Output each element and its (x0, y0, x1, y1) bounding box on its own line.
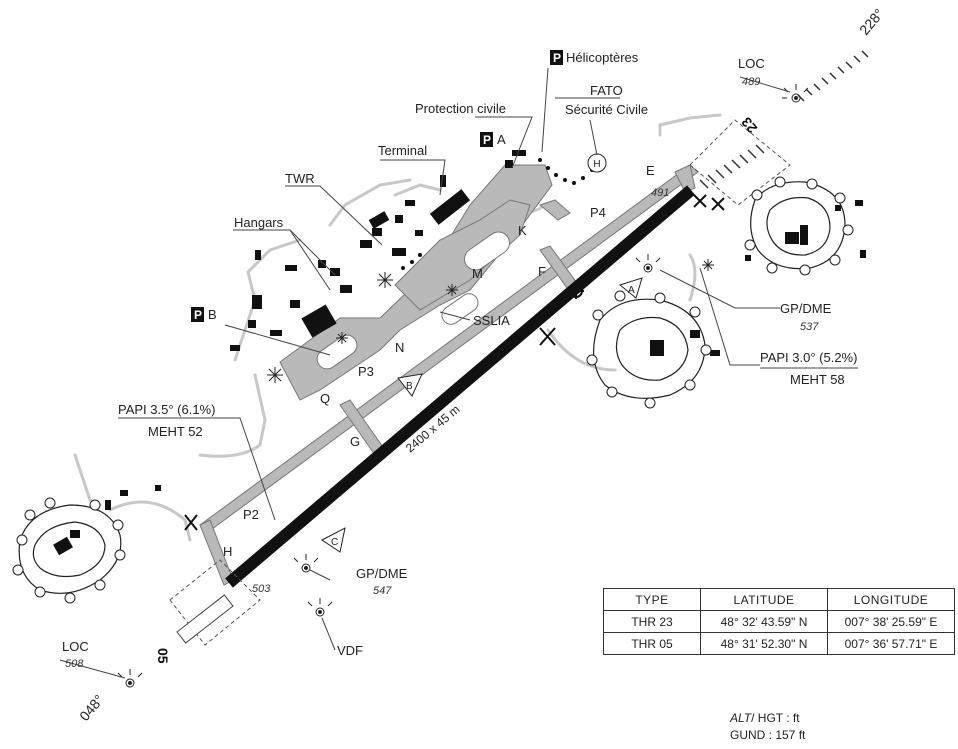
thr-05-number: 05 (155, 648, 171, 664)
svg-text:G: G (350, 434, 360, 449)
loc-ne-elev: 489 (742, 76, 760, 88)
svg-text:B: B (406, 381, 413, 392)
svg-text:P: P (483, 133, 491, 147)
svg-text:A: A (628, 285, 635, 296)
dispersal-areas (18, 181, 846, 594)
svg-text:M: M (472, 266, 483, 281)
loc-sw-icon (117, 669, 143, 688)
svg-text:P3: P3 (358, 364, 374, 379)
leader-lines (59, 67, 791, 679)
papi-ne-angle: PAPI 3.0° (5.2%) (760, 350, 857, 365)
terminal-label: Terminal (378, 143, 427, 158)
svg-text:H: H (223, 544, 232, 559)
zone-c (321, 527, 346, 553)
table-row: THR 05 48° 31' 52.30" N 007° 36' 57.71" … (603, 632, 955, 655)
sslia-beacon-icon (446, 284, 458, 296)
papi-sw-angle: PAPI 3.5° (6.1%) (118, 402, 215, 417)
zone-a (618, 277, 643, 299)
runway-markers (184, 194, 725, 531)
svg-text:N: N (395, 340, 404, 355)
svg-text:F: F (538, 264, 546, 279)
vdf-label: VDF (337, 643, 363, 658)
zone-labels: A B C (331, 285, 635, 548)
papi-ne-icon (702, 259, 714, 271)
svg-text:P2: P2 (243, 507, 259, 522)
loc-ne-label: LOC (738, 56, 765, 71)
zone-markers (321, 277, 643, 553)
gp-dme-sw-icon (293, 554, 319, 573)
papi-ne-meht: MEHT 58 (790, 372, 845, 387)
papi-sw-meht: MEHT 52 (148, 424, 203, 439)
protection-civile-label: Protection civile (415, 101, 506, 116)
parking-helicopters: P Hélicoptères (550, 50, 639, 65)
threshold-coordinates-table: TYPE LATITUDE LONGITUDE THR 23 48° 32' 4… (603, 588, 955, 655)
twr-beacon-icon (377, 272, 393, 288)
header-type: TYPE (603, 588, 701, 611)
thr-23-clearway (689, 119, 791, 206)
navaid-symbols (117, 84, 809, 688)
dispersal-stands (12, 176, 854, 604)
svg-text:C: C (331, 537, 338, 548)
heli-path (401, 158, 594, 270)
table-header-row: TYPE LATITUDE LONGITUDE (603, 588, 955, 611)
svg-text:Q: Q (320, 391, 330, 406)
approach-lights-ne (699, 50, 869, 189)
buildings (53, 150, 866, 556)
loc-ne-icon (782, 84, 809, 103)
svg-text:A: A (497, 132, 506, 147)
twr-label: TWR (285, 171, 315, 186)
heading-ne: 228° (856, 5, 887, 37)
alt-label: ALT (730, 711, 752, 725)
gp-dme-ne-elev: 537 (800, 321, 819, 333)
taxiway-labels: E K M F N P3 Q G P2 H P4 (223, 163, 655, 559)
loc-sw-elev: 508 (65, 658, 84, 670)
parking-b: P B (191, 307, 217, 322)
zone-b (397, 373, 423, 397)
sslia-label: SSLIA (473, 313, 510, 328)
table-row: THR 23 48° 32' 43.59" N 007° 38' 25.59" … (603, 610, 955, 633)
svg-text:B: B (208, 307, 217, 322)
gp-dme-ne-label: GP/DME (780, 301, 832, 316)
svg-text:K: K (518, 223, 527, 238)
parking-a: P A (480, 132, 506, 147)
loc-sw-label: LOC (62, 639, 89, 654)
runway (169, 119, 791, 646)
heading-sw: 048° (76, 691, 107, 723)
svg-text:H: H (593, 159, 600, 170)
elev-thr-05: 503 (252, 583, 271, 595)
header-longitude: LONGITUDE (827, 588, 955, 611)
gp-dme-sw-label: GP/DME (356, 566, 408, 581)
units-note: ALT/ HGT : ft GUND : 157 ft (730, 710, 805, 744)
alt-hgt-unit: / HGT : ft (751, 711, 800, 725)
vdf-icon (307, 598, 333, 617)
svg-text:P: P (194, 308, 202, 322)
gund-value: GUND : 157 ft (730, 728, 806, 742)
svg-text:P4: P4 (590, 205, 606, 220)
apron-islands (316, 231, 510, 370)
helicopters-label: Hélicoptères (566, 50, 639, 65)
svg-text:E: E (646, 163, 655, 178)
securite-civile-label: Sécurité Civile (565, 102, 648, 117)
gp-dme-sw-elev: 547 (373, 585, 392, 597)
fato-label: FATO (590, 83, 623, 98)
header-latitude: LATITUDE (700, 588, 828, 611)
elev-thr-23: 491 (651, 187, 669, 199)
hangars-label: Hangars (234, 215, 284, 230)
svg-text:P: P (553, 51, 561, 65)
gp-dme-ne-icon (635, 254, 661, 273)
fato-marker[interactable]: H (587, 153, 607, 173)
pb-beacon-icon (267, 367, 283, 383)
thr-23-number: 23 (738, 114, 760, 136)
hangar-beacon-icon (336, 332, 348, 344)
